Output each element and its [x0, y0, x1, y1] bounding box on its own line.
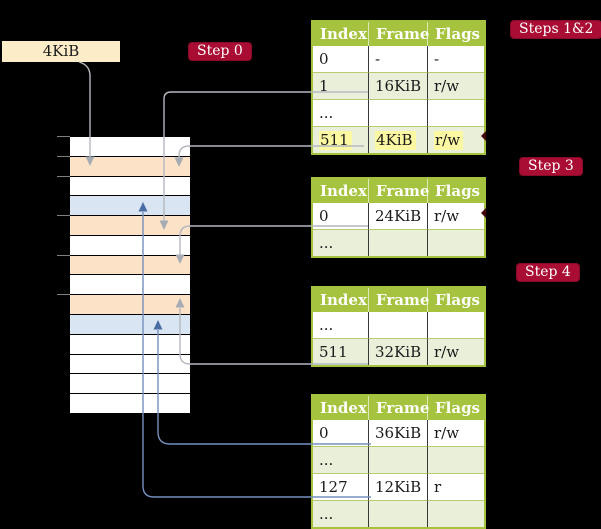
memory-row-white	[70, 334, 190, 355]
memory-row-blue	[70, 315, 190, 335]
table-cell	[369, 312, 428, 339]
memory-row-white	[70, 354, 190, 375]
table-cell: ...	[313, 447, 369, 474]
memory-tick	[57, 176, 70, 177]
table-cell: r/w	[428, 73, 484, 100]
table-header-cell: Flags	[428, 179, 484, 203]
table-cell: 1	[313, 73, 369, 100]
memory-row-white	[70, 176, 190, 197]
table-header-cell: Frame	[369, 396, 429, 420]
highlighted-cell-text: 4KiB	[375, 131, 416, 150]
table-cell: 511	[313, 339, 369, 365]
memory-row-white	[70, 137, 190, 157]
table-cell: r/w	[428, 203, 484, 230]
table-cell: r/w	[428, 420, 484, 447]
table-header-cell: Index	[313, 396, 369, 420]
table-header-cell: Index	[313, 179, 369, 203]
table-cell: 0	[313, 420, 369, 447]
memory-tick	[57, 255, 70, 256]
table-cell: 511	[313, 127, 369, 153]
highlighted-cell-text: r/w	[434, 131, 464, 150]
table-cell: r	[428, 474, 484, 501]
table-header-cell: Index	[313, 288, 369, 312]
memory-row-orange	[70, 295, 190, 316]
table-row: 511 4KiB r/w	[313, 127, 484, 153]
table-header-cell: Frame	[369, 288, 429, 312]
step-4-badge: Step 4	[516, 263, 580, 282]
memory-tick	[57, 156, 70, 157]
row-marker-t1-511	[481, 131, 486, 141]
table-cell: 0	[313, 46, 369, 73]
table-cell: 32KiB	[369, 339, 428, 365]
table-cell	[428, 100, 484, 127]
highlighted-cell-text: 511	[319, 131, 352, 150]
table-cell	[369, 501, 428, 527]
table-row: ...	[313, 230, 484, 256]
table-cell: 16KiB	[369, 73, 428, 100]
table-cell: 36KiB	[369, 420, 428, 447]
table-cell: -	[428, 46, 484, 73]
memory-row-white	[70, 394, 190, 413]
table-header-cell: Flags	[428, 22, 484, 46]
table-cell	[369, 100, 428, 127]
table-row: ...	[313, 501, 484, 527]
table-header-cell: Flags	[428, 288, 484, 312]
memory-tick	[57, 294, 70, 295]
memory-row-orange	[70, 216, 190, 236]
table-cell: 0	[313, 203, 369, 230]
table-cell: ...	[313, 312, 369, 339]
row-marker-t2-0	[481, 208, 486, 218]
memory-row-orange	[70, 156, 190, 177]
table-row: ...	[313, 447, 484, 474]
table-cell	[428, 501, 484, 527]
table-row: ...	[313, 312, 484, 339]
memory-tick	[57, 215, 70, 216]
table-cell: 127	[313, 474, 369, 501]
memory-tick	[57, 136, 70, 137]
table-header-cell: Frame	[369, 22, 429, 46]
table-header-cell: Flags	[428, 396, 484, 420]
step-0-badge: Step 0	[188, 42, 252, 61]
table-header-cell: Frame	[369, 179, 429, 203]
table-cell: ...	[313, 100, 369, 127]
table-cell	[428, 312, 484, 339]
table-cell: ...	[313, 501, 369, 527]
physical-memory-column	[70, 137, 190, 413]
table-row: ...	[313, 100, 484, 127]
table-cell: r/w	[428, 339, 484, 365]
table-cell	[369, 230, 428, 256]
table-cell	[428, 447, 484, 474]
table-cell: r/w	[428, 127, 484, 153]
table-row: 0--	[313, 46, 484, 73]
table-header-cell: Index	[313, 22, 369, 46]
table-cell: ...	[313, 230, 369, 256]
memory-row-orange	[70, 255, 190, 276]
table-cell: 12KiB	[369, 474, 428, 501]
memory-row-blue	[70, 196, 190, 217]
table-cell	[369, 447, 428, 474]
step-3-badge: Step 3	[519, 157, 583, 176]
table-cell: -	[369, 46, 428, 73]
table-cell	[428, 230, 484, 256]
steps-1-2-badge: Steps 1&2	[510, 20, 601, 39]
memory-row-white	[70, 374, 190, 395]
frame-size-box: 4KiB	[2, 41, 120, 62]
table-cell: 24KiB	[369, 203, 428, 230]
memory-row-white	[70, 235, 190, 256]
table-cell: 4KiB	[369, 127, 428, 153]
memory-row-white	[70, 275, 190, 296]
